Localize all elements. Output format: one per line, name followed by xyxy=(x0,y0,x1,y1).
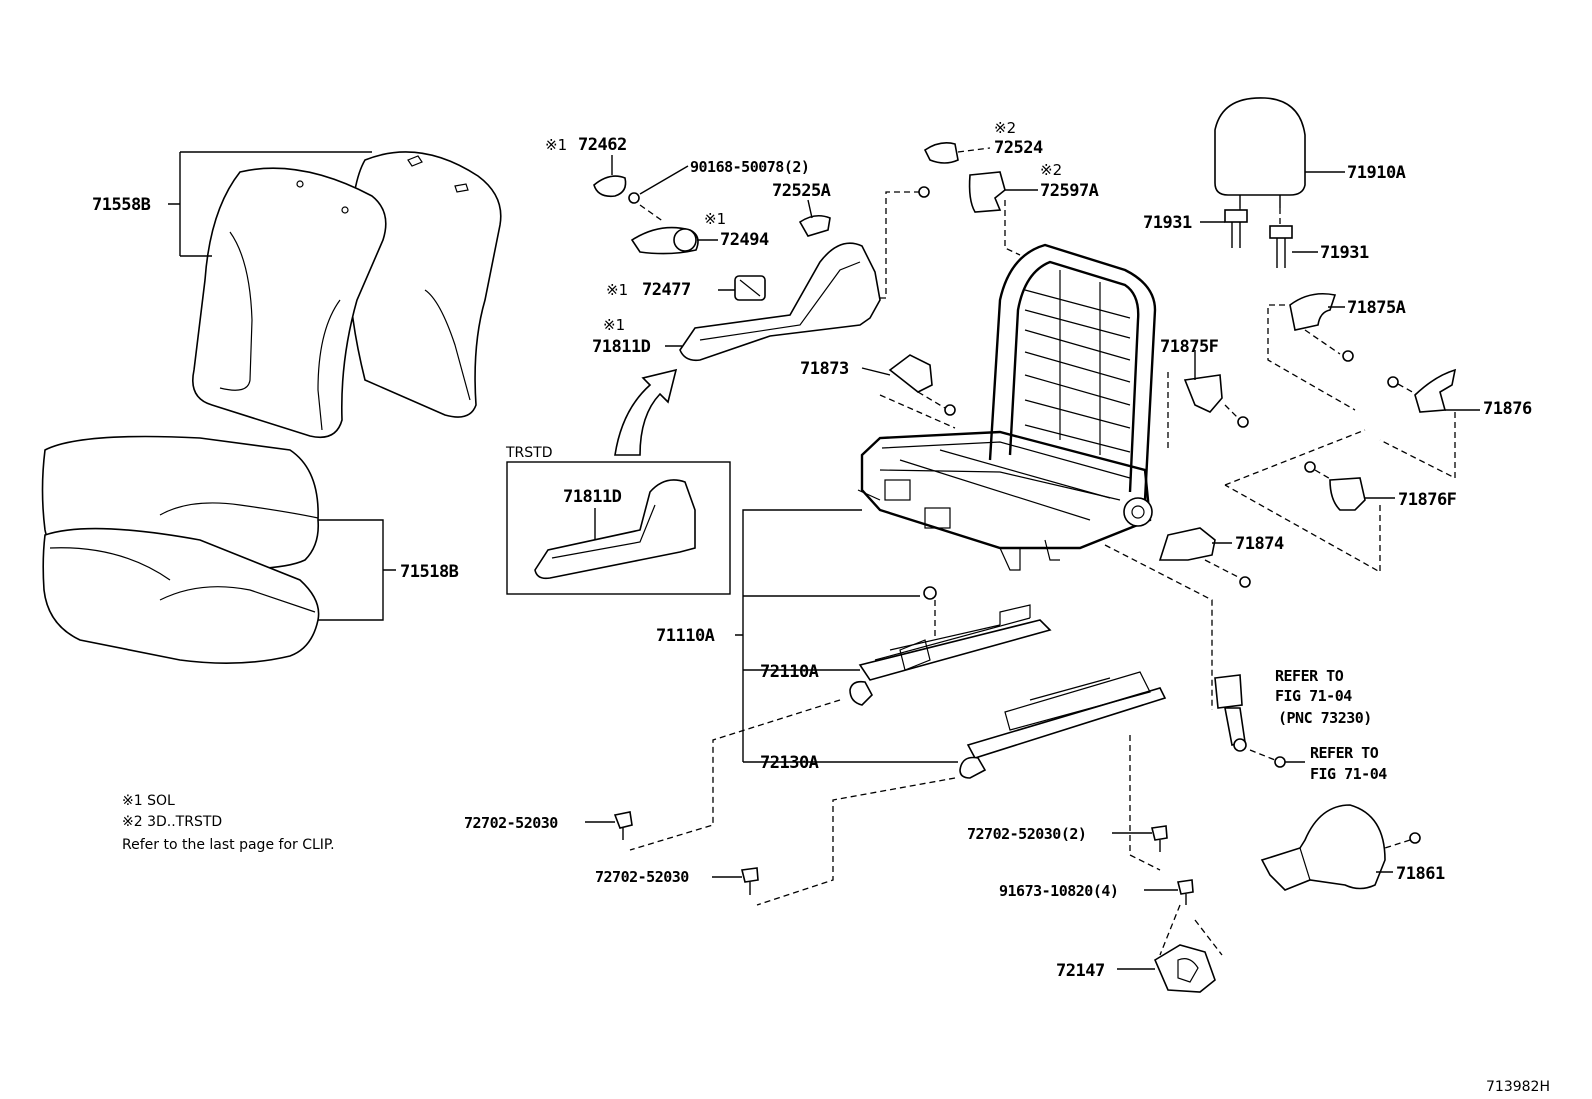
headrest-71910A-drawing xyxy=(1214,97,1345,228)
label-71931-b: 71931 xyxy=(1320,243,1369,263)
guide-71931-b-drawing xyxy=(1269,225,1318,268)
cover-72597A-drawing xyxy=(968,171,1038,256)
label-72702-b: 72702-52030 xyxy=(595,868,689,886)
shield-71861-drawing xyxy=(1260,804,1421,891)
arrow-to-71811D xyxy=(614,368,678,456)
seat-frame-drawing xyxy=(857,243,1157,571)
label-71811D-box: 71811D xyxy=(563,487,622,507)
label-71910A: 71910A xyxy=(1347,163,1406,183)
label-71876: 71876 xyxy=(1483,399,1532,419)
bracket-72147-drawing xyxy=(1117,944,1216,993)
diagram-id: 713982H xyxy=(1486,1079,1550,1095)
cover-71811D-drawing xyxy=(665,186,930,362)
screw-90168-drawing xyxy=(628,192,665,223)
cover-71876F-drawing xyxy=(1224,429,1395,574)
label-71110A: 71110A xyxy=(656,626,715,646)
label-72494: 72494 xyxy=(720,230,769,250)
mark-72597A: ※2 xyxy=(1040,161,1062,179)
label-71931-a: 71931 xyxy=(1143,213,1192,233)
leader-71110A xyxy=(735,509,958,763)
cap-72462-drawing xyxy=(593,175,627,198)
refer-1-line2: FIG 71-04 xyxy=(1275,687,1352,705)
note-trstd: ※2 3D..TRSTD xyxy=(122,814,222,830)
cover-71874-drawing xyxy=(1104,527,1251,710)
label-trstd: TRSTD xyxy=(505,445,553,461)
refer-2-line2: FIG 71-04 xyxy=(1310,765,1387,783)
label-71558B: 71558B xyxy=(92,195,151,215)
clip-72525A-drawing xyxy=(798,214,831,237)
label-72110A: 72110A xyxy=(760,662,819,682)
bolt-72702-a-drawing xyxy=(585,811,633,840)
cover-71876-drawing xyxy=(1379,368,1480,480)
trstd-cover-drawing xyxy=(534,479,696,580)
label-71811D-top: 71811D xyxy=(592,337,651,357)
mark-72524: ※2 xyxy=(994,119,1016,137)
refer-1-line1: REFER TO xyxy=(1275,667,1344,685)
bolt-72702-b-drawing xyxy=(712,867,759,895)
refer-1-line3: (PNC 73230) xyxy=(1278,709,1372,727)
mark-72462: ※1 xyxy=(545,136,567,154)
label-72147: 72147 xyxy=(1056,961,1105,981)
cap-72524-drawing xyxy=(923,142,959,164)
label-71875F: 71875F xyxy=(1160,337,1219,357)
adjuster-72130A-drawing xyxy=(959,671,1167,779)
label-91673: 91673-10820(4) xyxy=(999,882,1118,900)
adjuster-72110A-drawing xyxy=(849,604,1052,706)
label-71874: 71874 xyxy=(1235,534,1284,554)
label-71876F: 71876F xyxy=(1398,490,1457,510)
cover-71875F-drawing xyxy=(1167,350,1249,448)
label-72597A: 72597A xyxy=(1040,181,1099,201)
knob-72494-drawing xyxy=(630,226,718,255)
label-72524: 72524 xyxy=(994,138,1043,158)
belt-buckle-drawing xyxy=(1214,674,1305,768)
label-72462: 72462 xyxy=(578,135,627,155)
trstd-inset-box xyxy=(506,461,731,595)
seat-cushion-leader xyxy=(318,519,396,621)
note-sol: ※1 SOL xyxy=(122,793,175,809)
label-72525A: 72525A xyxy=(772,181,831,201)
dash-72130A-bolt xyxy=(756,777,956,906)
mark-72494: ※1 xyxy=(704,210,726,228)
seatback-cover-leader xyxy=(168,151,372,257)
mark-71811D: ※1 xyxy=(603,316,625,334)
label-71518B: 71518B xyxy=(400,562,459,582)
mark-72477: ※1 xyxy=(606,281,628,299)
bracket-71873-drawing xyxy=(861,354,956,429)
seatback-cover-drawing xyxy=(192,151,502,439)
label-71873: 71873 xyxy=(800,359,849,379)
label-72702-c: 72702-52030(2) xyxy=(967,825,1086,843)
label-72702-a: 72702-52030 xyxy=(464,814,558,832)
cover-71875A-drawing xyxy=(1267,292,1356,411)
label-71875A: 71875A xyxy=(1347,298,1406,318)
refer-2-line1: REFER TO xyxy=(1310,744,1379,762)
label-71861: 71861 xyxy=(1396,864,1445,884)
label-72130A: 72130A xyxy=(760,753,819,773)
bolt-91673-drawing xyxy=(1144,879,1223,956)
seat-cushion-cover-drawing xyxy=(41,435,320,664)
dash-72110A-bolt xyxy=(629,699,841,851)
switch-72477-drawing xyxy=(718,275,766,301)
note-clip: Refer to the last page for CLIP. xyxy=(122,837,335,853)
guide-71931-a-drawing xyxy=(1200,209,1248,248)
bolt-72702-c-drawing xyxy=(1112,735,1168,871)
label-90168: 90168-50078(2) xyxy=(690,158,809,176)
label-72477: 72477 xyxy=(642,280,691,300)
